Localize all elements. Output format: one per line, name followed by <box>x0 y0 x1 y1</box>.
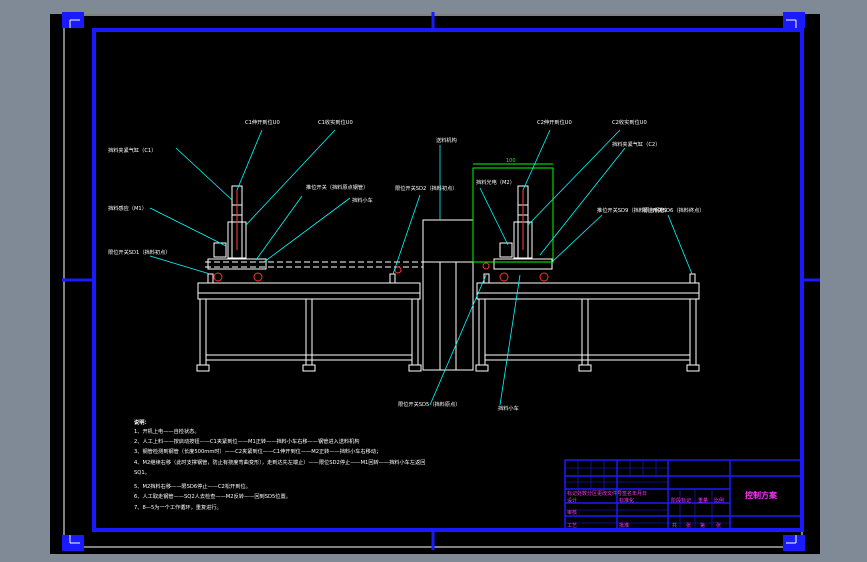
carriage-wheels <box>213 262 549 282</box>
label-c2-up-switch: C2伸开到位U0 <box>537 118 572 126</box>
small-corner-ticks <box>69 19 797 544</box>
notes-title: 说明： <box>134 418 150 426</box>
label-c1-cylinder: 挡料夹紧气缸（C1） <box>108 146 156 154</box>
tb-sheet-2: 张 <box>716 522 721 529</box>
right-carriage <box>493 258 553 270</box>
tb-header-row: 标记处数分区更改文件号签名年月日 <box>567 490 647 497</box>
tb-scale: 比例 <box>714 497 724 504</box>
limit-switch-sd5 <box>483 273 490 284</box>
limit-switch-sd1 <box>207 273 214 284</box>
label-tube-sensor-right: 推位开关SD9（挡料原点钢管） <box>597 206 670 214</box>
notes-block: 说明： 1、开机上电——自检状态。 2、人工上料——按启动按钮——C1夹紧到位—… <box>134 418 425 511</box>
dimension-box <box>472 163 554 263</box>
label-limit-sd2: 限位开关SD2（挡料初点） <box>395 184 457 192</box>
label-c1-down-switch: C1收实到位U0 <box>318 118 353 126</box>
label-tube-sensor-left: 推位开关（挡料原点钢管） <box>306 183 368 191</box>
tb-design: 设计 <box>567 497 577 504</box>
tb-review: 审核 <box>567 509 577 516</box>
label-left-slide: 挡料小车 <box>352 196 373 204</box>
note-line-2: 2、人工上料——按启动按钮——C1夹紧到位——M1正转——挡料小车右移——钢管进… <box>134 437 360 445</box>
feed-mechanism-body <box>422 219 474 371</box>
limit-switch-sd2 <box>389 273 396 284</box>
tb-standardization: 标准化 <box>619 497 634 504</box>
drawing-title: 控制方案 <box>745 490 778 500</box>
label-limit-sd5: 限位开关SD5（挡料原点） <box>398 400 460 408</box>
note-line-7: 6、人工取走钢管——SQ2人去检查——M2反转——回到SD5位置。 <box>134 492 291 500</box>
tb-process: 工艺 <box>567 523 577 529</box>
centering-marks <box>62 12 820 550</box>
tb-stage-mark: 阶段标记 <box>671 497 691 504</box>
tb-approve: 批准 <box>619 522 629 529</box>
machine-frame <box>196 185 700 372</box>
cylinder-accents <box>236 190 524 250</box>
tb-no: 第 <box>700 522 705 529</box>
tb-total: 共 <box>672 522 677 529</box>
note-line-1: 1、开机上电——自检状态。 <box>134 427 200 435</box>
limit-switch-sd6 <box>689 273 696 284</box>
title-block-thin-grid <box>565 460 730 530</box>
label-c1-up-switch: C1伸开到位U0 <box>245 118 280 126</box>
note-line-8: 7、8—5为一个工作循环，重复进行。 <box>134 503 222 511</box>
label-right-slide: 挡料小车 <box>498 404 519 412</box>
callout-leaders <box>149 129 693 406</box>
dimension-label: 100 <box>506 158 516 164</box>
note-line-3: 3、钢管检测到钢管（长度500mm时）——C2夹紧到位——C1伸开到位——M2正… <box>134 447 381 455</box>
label-limit-sd1: 限位开关SD1（挡料初点） <box>108 248 170 256</box>
title-block <box>564 459 803 531</box>
label-tube-sensor-mid: 挡料光电（M2） <box>476 178 515 186</box>
label-limit-sd6: 限位开关SD6（挡料终点） <box>642 206 704 214</box>
label-c1-sensor: 挡料感应（M1） <box>108 204 147 212</box>
label-c2-down-switch: C2收实到位U0 <box>612 118 647 126</box>
left-carriage <box>207 258 267 270</box>
label-c2-cylinder: 挡料夹紧气缸（C2） <box>612 140 660 148</box>
note-line-5: SQ1。 <box>134 470 150 476</box>
tb-sheet-1: 张 <box>686 522 691 529</box>
note-line-4: 4、M2继续右移（此时支撑钢管，防止有挠度弯曲变形），走到达先左端止）——限位S… <box>134 458 425 466</box>
label-feed-mechanism: 送料机构 <box>436 136 457 144</box>
paper-background <box>50 14 820 554</box>
tb-weight: 重量 <box>698 497 708 504</box>
note-line-6: 5、M2挡料右移——限SD6停止——C2松开到位。 <box>134 482 251 490</box>
